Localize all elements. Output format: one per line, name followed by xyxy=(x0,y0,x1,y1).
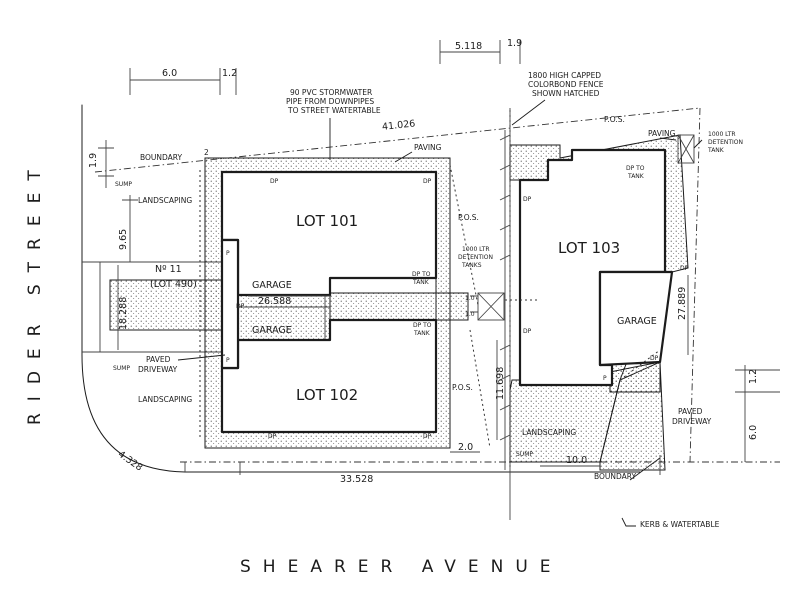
dim-9-65: 9.65 xyxy=(118,229,129,250)
dp-6: DP xyxy=(523,196,532,203)
paved-driveway-right-1: PAVED xyxy=(678,407,703,416)
garage-103-label: GARAGE xyxy=(617,316,657,327)
sump-left: SUMP xyxy=(113,365,130,372)
boundary-label: BOUNDARY xyxy=(140,153,183,162)
dim-1-2-top: 1.2 xyxy=(222,68,237,79)
detention-centre-1: 1000 LTR xyxy=(462,246,490,253)
dim-18-288: 18.288 xyxy=(118,297,129,330)
dp-1: DP xyxy=(270,178,279,185)
building-lot-103 xyxy=(518,148,674,387)
dim-10-0: 10.0 xyxy=(566,455,587,466)
p-marker-1: P xyxy=(226,250,230,257)
dim-6-0-right: 6.0 xyxy=(748,425,759,440)
garage-102-label: GARAGE xyxy=(252,325,292,336)
stormwater-pipes xyxy=(199,110,661,470)
paved-driveway-left-2: DRIVEWAY xyxy=(138,365,178,374)
dp-to-tank-b2: TANK xyxy=(413,330,431,337)
dp-to-tank-a2: TANK xyxy=(412,279,430,286)
boundary-2: 2 xyxy=(204,148,209,157)
paved-driveway-left-1: PAVED xyxy=(146,355,171,364)
stormwater-note-1: 90 PVC STORMWATER xyxy=(290,88,372,97)
dimension-lines xyxy=(98,40,780,475)
dp-7: DP xyxy=(523,328,532,335)
dim-1-2-right: 1.2 xyxy=(748,369,759,384)
paved-driveway-right-2: DRIVEWAY xyxy=(672,417,712,426)
detention-right-3: TANK xyxy=(707,147,725,154)
detention-tank-right xyxy=(677,134,695,164)
existing-lot: (LOT 490) xyxy=(150,279,197,290)
pos-label-3: P.O.S. xyxy=(452,383,473,392)
p-marker-2: P xyxy=(226,357,230,364)
pos-label-1: P.O.S. xyxy=(458,213,479,222)
dim-1-9-left: 1.9 xyxy=(88,153,99,168)
dim-6-0-top: 6.0 xyxy=(162,68,177,79)
dp-9: DP xyxy=(650,355,659,362)
dp-to-tank-c1: DP TO xyxy=(626,165,645,172)
lot-101-label: LOT 101 xyxy=(296,212,358,230)
dp-to-tank-b1: DP TO xyxy=(413,322,432,329)
paving-label-right: PAVING xyxy=(648,129,676,138)
kerb-label: KERB & WATERTABLE xyxy=(640,520,720,529)
colorbond-fence xyxy=(499,130,511,470)
existing-number: Nº 11 xyxy=(155,264,182,275)
landscaping-top: LANDSCAPING xyxy=(138,196,192,205)
dp-5: DP xyxy=(236,303,245,310)
dp-to-tank-c2: TANK xyxy=(627,173,645,180)
detention-right-2: DETENTION xyxy=(708,139,743,146)
leader-lines xyxy=(177,99,703,527)
dim-26-588: 26.588 xyxy=(258,296,291,307)
pos-label-2: P.O.S. xyxy=(604,115,625,124)
building-lot-101 xyxy=(220,170,438,297)
dim-1-0-a: 1.0 xyxy=(465,295,475,302)
dim-1-9-top: 1.9 xyxy=(507,38,522,49)
detention-centre-3: TANKS xyxy=(461,262,482,269)
dim-27-889: 27.889 xyxy=(677,287,688,320)
stormwater-note-2: PIPE FROM DOWNPIPES xyxy=(286,97,374,106)
fence-note-1: 1800 HIGH CAPPED xyxy=(528,71,601,80)
paving-label-top: PAVING xyxy=(414,143,442,152)
lot-103-label: LOT 103 xyxy=(558,239,620,257)
dim-2-0: 2.0 xyxy=(458,442,473,453)
detention-centre-2: DETENTION xyxy=(458,254,493,261)
p-marker-3: P xyxy=(603,375,607,382)
rider-street-label: RIDER STREET xyxy=(25,158,45,425)
garage-block xyxy=(220,238,330,370)
shearer-avenue-label: SHEARER AVENUE xyxy=(240,557,563,577)
lot-102-label: LOT 102 xyxy=(296,386,358,404)
detention-tanks-centre xyxy=(477,292,505,321)
dp-3: DP xyxy=(268,433,277,440)
detention-right-1: 1000 LTR xyxy=(708,131,736,138)
garage-101-label: GARAGE xyxy=(252,280,292,291)
dim-41-026: 41.026 xyxy=(382,118,416,132)
dp-to-tank-a1: DP TO xyxy=(412,271,431,278)
landscaping-right: LANDSCAPING xyxy=(522,428,576,437)
dim-1-0-b: 1.0 xyxy=(465,311,475,318)
fence-note-3: SHOWN HATCHED xyxy=(532,89,600,98)
landscaping-bottom: LANDSCAPING xyxy=(138,395,192,404)
fence-note-2: COLORBOND FENCE xyxy=(528,80,604,89)
dim-4-328: 4.328 xyxy=(116,449,145,474)
dim-33-528: 33.528 xyxy=(340,474,373,485)
sump-top: SUMP xyxy=(115,181,132,188)
dim-5-118: 5.118 xyxy=(455,41,482,52)
boundary-label-bottom: BOUNDARY xyxy=(594,472,637,481)
sump-bottom: SUMP xyxy=(516,451,533,458)
stormwater-note-3: TO STREET WATERTABLE xyxy=(287,106,381,115)
dim-11-698: 11.698 xyxy=(495,367,506,400)
dp-8: DP xyxy=(680,265,689,272)
dp-2: DP xyxy=(423,178,432,185)
dp-4: DP xyxy=(423,433,432,440)
